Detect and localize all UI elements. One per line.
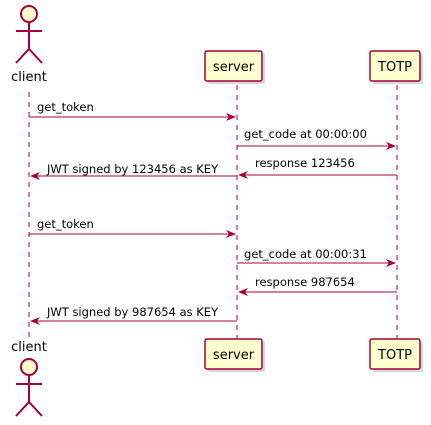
totp-box-bottom: TOTP — [369, 338, 423, 372]
actor-head — [20, 358, 38, 376]
actor-head — [20, 5, 38, 23]
message-label: get_token — [37, 217, 94, 231]
message-get-code-1: get_code at 00:00:00 — [237, 127, 396, 150]
message-get-token-2: get_token — [29, 217, 236, 238]
message-label: get_code at 00:00:31 — [244, 247, 367, 261]
totp-box-top: TOTP — [369, 50, 423, 84]
message-label: get_token — [37, 100, 94, 114]
server-box-top: server — [204, 50, 265, 84]
message-get-token-1: get_token — [29, 100, 236, 121]
message-label: JWT signed by 987654 as KEY — [46, 305, 219, 319]
server-label-bottom: server — [213, 348, 255, 363]
client-label-bottom: client — [11, 340, 47, 355]
client-actor-bottom — [15, 358, 43, 417]
message-label: response 123456 — [255, 156, 355, 170]
message-response-2: response 987654 — [238, 275, 397, 296]
message-response-1: response 123456 — [238, 156, 397, 179]
message-jwt-1: JWT signed by 123456 as KEY — [30, 162, 237, 180]
server-label-top: server — [213, 60, 255, 75]
client-actor-top — [15, 5, 43, 64]
message-jwt-2: JWT signed by 987654 as KEY — [30, 305, 237, 325]
server-box-bottom: server — [204, 338, 265, 372]
message-label: response 987654 — [255, 275, 355, 289]
message-label: JWT signed by 123456 as KEY — [46, 162, 219, 176]
actor-legs — [15, 47, 43, 64]
totp-label-bottom: TOTP — [377, 348, 412, 363]
message-get-code-2: get_code at 00:00:31 — [237, 247, 396, 267]
client-label-top: client — [11, 70, 47, 85]
message-label: get_code at 00:00:00 — [244, 127, 367, 141]
totp-label-top: TOTP — [377, 60, 412, 75]
actor-legs — [15, 400, 43, 417]
